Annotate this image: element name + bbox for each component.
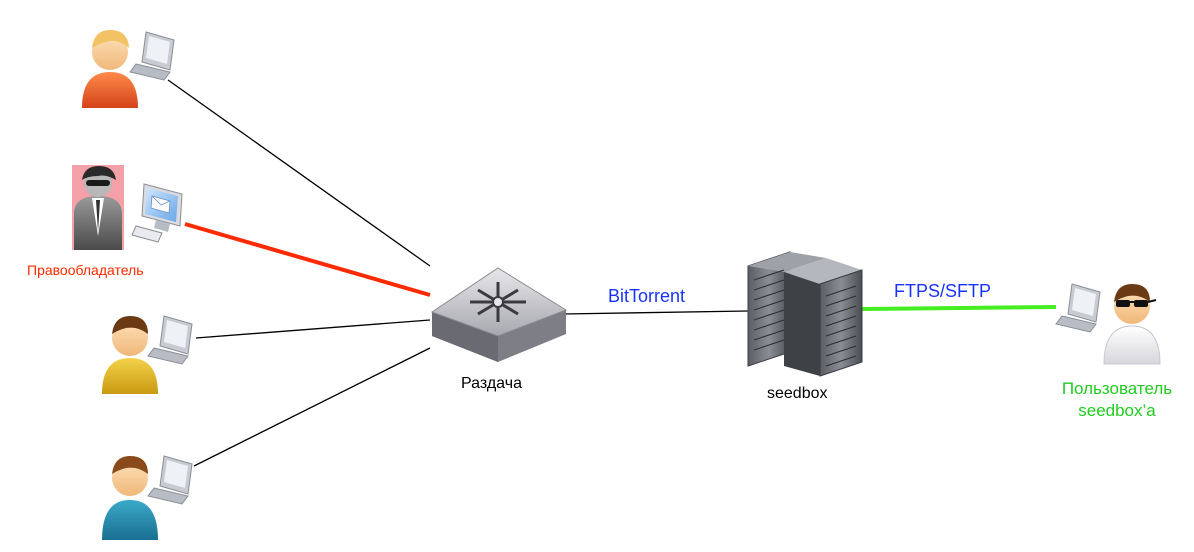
seedbox-user-label-line2: seedbox’a	[1078, 401, 1156, 420]
link-seedbox-user	[861, 305, 1057, 311]
rights-holder-label: Правообладатель	[27, 262, 144, 278]
desktop-mail-icon	[131, 183, 183, 243]
laptop-icon	[147, 315, 193, 365]
seedbox-user-label: Пользователь seedbox’a	[1040, 378, 1194, 422]
laptop-icon	[1055, 283, 1101, 333]
person-orange-icon	[82, 30, 138, 108]
person-teal-icon	[102, 456, 158, 540]
laptop-icon	[129, 31, 175, 81]
laptop-icon	[147, 455, 193, 505]
link-hub-seedbox	[562, 310, 749, 315]
link-peer2-hub	[195, 319, 431, 339]
ftps-sftp-label: FTPS/SFTP	[894, 281, 992, 301]
person-yellow-icon	[102, 316, 158, 394]
network-switch-icon	[430, 267, 568, 362]
server-rack-icon	[747, 251, 863, 377]
link-peer1-hub	[167, 79, 431, 267]
seedbox-label: seedbox	[767, 385, 828, 402]
hub-label: Раздача	[461, 375, 522, 392]
seedbox-user-label-line1: Пользователь	[1061, 379, 1173, 398]
link-peer3-hub	[193, 347, 431, 467]
person-sunglasses-icon	[1103, 284, 1161, 365]
bittorrent-label: BitTorrent	[608, 286, 686, 306]
link-rightsholder-hub	[184, 222, 431, 297]
person-agent-icon	[74, 166, 122, 250]
